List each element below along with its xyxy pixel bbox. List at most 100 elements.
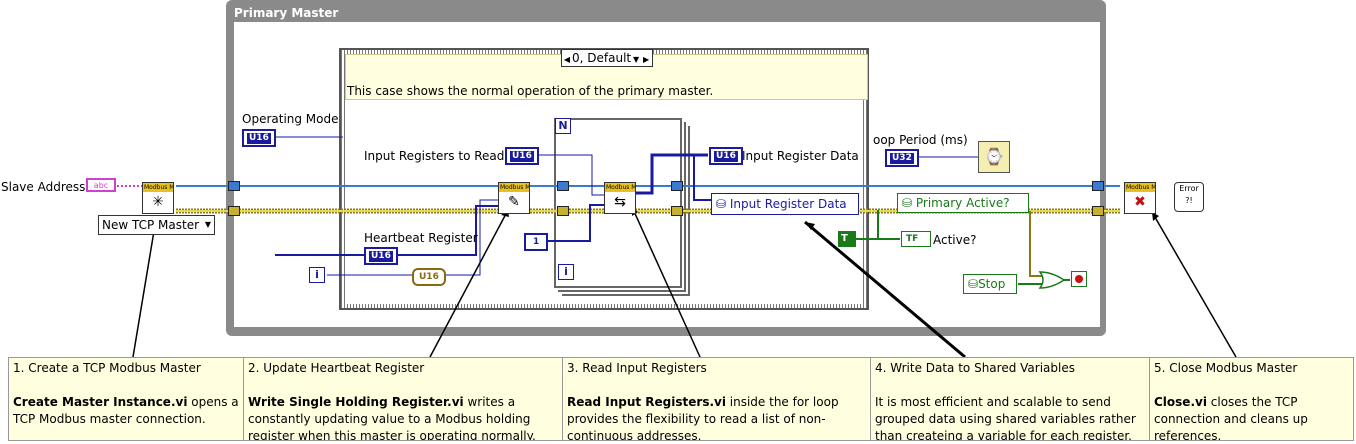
while-loop-iteration-terminal[interactable]: i (309, 267, 325, 283)
for-loop-iteration-terminal[interactable]: i (558, 264, 574, 280)
input-registers-array-control[interactable]: U16 (505, 147, 539, 165)
while-loop-label: Primary Master (234, 6, 339, 20)
create-icon: ✳ (152, 194, 164, 210)
u16-type: U16 (369, 251, 393, 262)
active-label: Active? (933, 233, 977, 247)
callout-vi-name: Read Input Registers.vi (567, 395, 726, 409)
registers-wire (538, 154, 604, 196)
operating-mode-label: Operating Mode (242, 112, 339, 126)
for-tunnel-ref-in (557, 181, 569, 191)
coerce-u16-type: U16 (419, 272, 439, 282)
slave-address-control[interactable]: abc (86, 178, 116, 192)
primary-active-shared-variable[interactable]: ⛁ Primary Active? (897, 193, 1029, 213)
callout-body: closes the TCP connection and cleans up … (1154, 395, 1308, 441)
callout-vi-name: Write Single Holding Register.vi (248, 395, 464, 409)
vi-header: Modbus M (605, 183, 635, 192)
input-register-data-label: Input Register Data (742, 149, 859, 163)
case-selector[interactable]: ◀0, Default▼▶ (561, 49, 653, 67)
close-icon: ✖ (1134, 194, 1146, 210)
stop-label: Stop (978, 277, 1006, 291)
case-next-icon[interactable]: ▶ (643, 55, 650, 64)
u16-type: U16 (714, 151, 738, 162)
error-question-icon: ?! (1185, 196, 1193, 205)
wait-timer-icon[interactable]: ⌚ (978, 141, 1010, 173)
case-comment-text: This case shows the normal operation of … (347, 84, 714, 98)
case-dropdown-icon[interactable]: ▼ (633, 55, 640, 64)
u16-type: U16 (247, 133, 271, 144)
loop-period-control[interactable]: U32 (885, 149, 919, 167)
create-master-vi[interactable]: Modbus M ✳ (142, 182, 174, 214)
for-loop-count-terminal[interactable]: N (555, 118, 571, 134)
callout-heartbeat: 2. Update Heartbeat Register Write Singl… (243, 357, 563, 441)
stop-shared-variable[interactable]: ⛁Stop (963, 274, 1017, 294)
error-handler-label: Error (1179, 184, 1199, 193)
active-indicator[interactable]: TF (901, 231, 931, 247)
u32-type: U32 (890, 153, 914, 164)
heartbeat-register-control[interactable]: U16 (364, 247, 398, 265)
read-input-registers-vi[interactable]: Modbus M ⇆ (604, 182, 636, 214)
callout-create-master: 1. Create a TCP Modbus Master Create Mas… (8, 357, 244, 441)
callout-body: It is most efficient and scalable to sen… (875, 395, 1136, 441)
loop-period-label: oop Period (ms) (873, 133, 968, 147)
callout-read-input-registers: 3. Read Input Registers Read Input Regis… (562, 357, 871, 441)
numeric-constant-one[interactable]: 1 (524, 233, 549, 251)
vi-header: Modbus M (1125, 183, 1155, 192)
case-selector-value: 0, Default (572, 51, 632, 65)
callout-close-master: 5. Close Modbus Master Close.vi closes t… (1149, 357, 1354, 441)
loop-condition-terminal[interactable] (1071, 271, 1087, 287)
pointer-3 (631, 206, 701, 358)
input-register-data-shared-variable[interactable]: ⛁ Input Register Data (711, 193, 859, 215)
vi-header: Modbus M (499, 183, 529, 192)
read-icon: ⇆ (614, 194, 626, 210)
callout-title: 3. Read Input Registers (567, 361, 707, 375)
close-vi[interactable]: Modbus M ✖ (1124, 182, 1156, 214)
u16-type: U16 (510, 151, 534, 162)
callout-title: 2. Update Heartbeat Register (248, 361, 425, 375)
master-type-enum[interactable]: New TCP Master ▼ (98, 215, 215, 235)
slave-address-label: Slave Address (1, 180, 86, 194)
true-constant[interactable]: T (838, 231, 856, 247)
case-prev-icon[interactable]: ◀ (563, 55, 571, 64)
callout-body: opens a TCP Modbus master connection. (13, 395, 239, 426)
data-out-wire (636, 153, 708, 195)
callout-body: inside the for loop provides the flexibi… (567, 395, 839, 441)
input-registers-to-read-label: Input Registers to Read (364, 149, 505, 163)
vi-header: Modbus M (143, 183, 173, 192)
tunnel-reference-out (1092, 181, 1104, 191)
master-type-value: New TCP Master (102, 218, 200, 232)
or-gate (1038, 271, 1066, 289)
tunnel-error-in (228, 206, 240, 216)
pointer-1 (132, 224, 156, 358)
iteration-wire (327, 199, 500, 276)
callout-title: 4. Write Data to Shared Variables (875, 361, 1075, 375)
data-out-wire-2 (693, 155, 712, 201)
or-in-wire (1029, 211, 1042, 277)
callout-vi-name: Close.vi (1154, 395, 1207, 409)
pointer-2 (429, 209, 509, 358)
write-icon: ✎ (508, 194, 520, 210)
tunnel-error-out (1092, 206, 1104, 216)
input-register-data-indicator[interactable]: U16 (709, 147, 743, 165)
for-tunnel-ref-out (671, 181, 683, 191)
input-register-data-sv-label: Input Register Data (729, 197, 847, 211)
shared-variable-icon: ⛁ (968, 277, 979, 291)
coerce-u16[interactable]: U16 (412, 268, 446, 286)
count-wire (541, 204, 604, 242)
callout-body: writes a constantly updating value to a … (248, 395, 536, 441)
operating-mode-control[interactable]: U16 (242, 129, 276, 147)
primary-active-label: Primary Active? (915, 196, 1010, 210)
simple-error-handler[interactable]: Error?! (1174, 182, 1204, 212)
numeric-one-value: 1 (533, 237, 540, 247)
tf-type: TF (906, 234, 919, 244)
for-tunnel-err-out (671, 206, 683, 216)
shared-variable-icon: ⛁ (902, 196, 913, 210)
callout-title: 5. Close Modbus Master (1154, 361, 1298, 375)
heartbeat-register-label: Heartbeat Register (364, 231, 478, 245)
chevron-down-icon: ▼ (204, 220, 211, 229)
callout-shared-variables: 4. Write Data to Shared Variables It is … (870, 357, 1158, 441)
pointer-4 (804, 220, 966, 359)
callout-title: 1. Create a TCP Modbus Master (13, 361, 201, 375)
pointer-5 (1151, 211, 1237, 358)
shared-variable-icon: ⛁ (716, 197, 727, 211)
write-single-holding-register-vi[interactable]: Modbus M ✎ (498, 182, 530, 214)
